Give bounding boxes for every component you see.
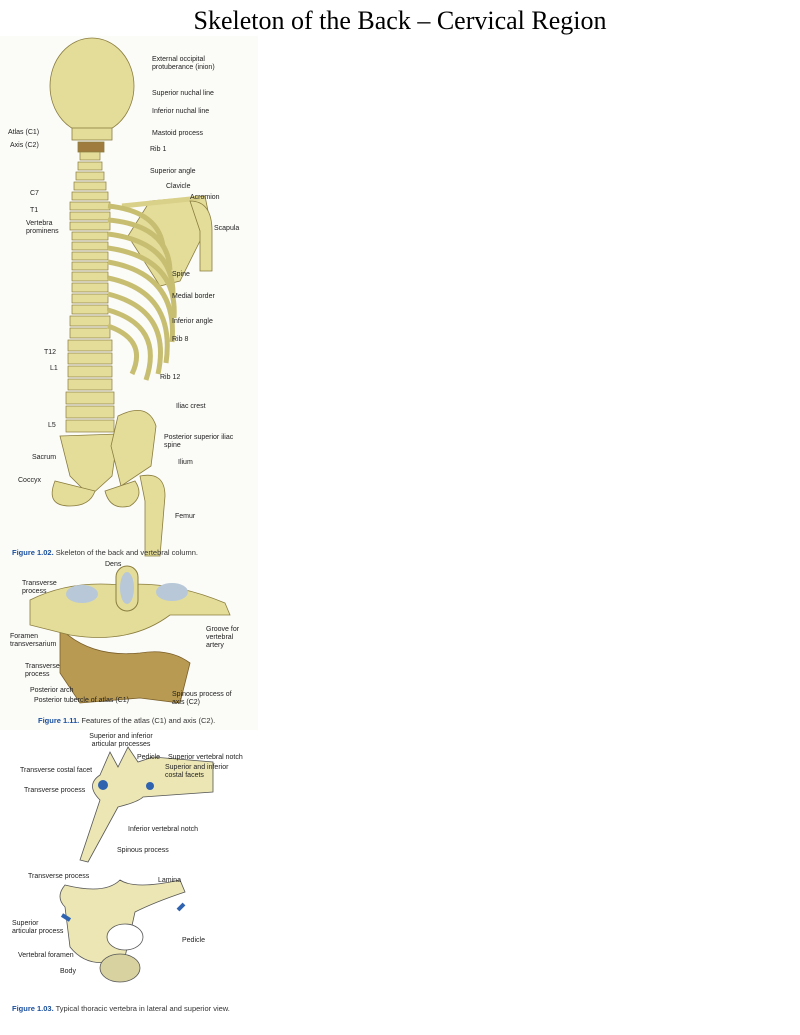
label-transverse-process-2: Transverse process (28, 873, 90, 880)
figure-caption: Figure 1.03. Typical thoracic vertebra i… (12, 1004, 230, 1013)
label-body: Body (60, 968, 76, 975)
label-superior-vertebral-notch: Superior vertebral notch (168, 754, 243, 761)
thoracic-vertebra-illustration (59, 746, 214, 983)
caption-text: Typical thoracic vertebra in lateral and… (55, 1004, 230, 1013)
label-rib-12: Rib 12 (160, 374, 181, 381)
label-spinous-process: Spinous process (117, 847, 169, 854)
skeleton-illustration (49, 37, 213, 557)
label-posterior-tubercle: Posterior tubercle of atlas (C1) (34, 697, 129, 704)
label-c7: C7 (30, 190, 39, 197)
label-inion: External occipital protuberance (inion) (152, 56, 215, 71)
ribs (107, 203, 177, 381)
label-costal-facets: Superior and inferior costal facets (165, 764, 229, 779)
label-foramen-transversarium: Foramen transversarium (10, 633, 57, 648)
label-rib-8: Rib 8 (172, 336, 189, 343)
label-spinous-process-axis: Spinous process of axis (C2) (172, 691, 232, 706)
label-inferior-vertebral-notch: Inferior vertebral notch (128, 826, 199, 833)
figure-caption: Figure 1.02. Skeleton of the back and ve… (12, 548, 198, 557)
label-superior-articular-process: Superior articular process (12, 920, 64, 935)
figure-number: Figure 1.11. (38, 716, 80, 725)
figure-thoracic-vertebra: Superior and inferior articular processe… (0, 730, 258, 1020)
label-articular-processes: Superior and inferior articular processe… (89, 733, 153, 748)
figure-atlas-axis: Dens Transverse process Foramen transver… (0, 558, 258, 730)
page-title: Skeleton of the Back – Cervical Region (193, 6, 607, 35)
label-medial-border: Medial border (172, 293, 215, 300)
label-superior-angle: Superior angle (150, 168, 196, 175)
label-pedicle: Pedicle (137, 754, 160, 761)
label-psis: Posterior superior iliac spine (164, 434, 234, 449)
superior-vertebra (59, 879, 186, 963)
label-inferior-nuchal-line: Inferior nuchal line (152, 108, 210, 115)
label-acromion: Acromion (190, 194, 220, 201)
caption-text: Features of the atlas (C1) and axis (C2)… (81, 716, 216, 725)
label-groove-vertebral-artery: Groove for vertebral artery (206, 626, 240, 649)
label-iliac-crest: Iliac crest (176, 403, 206, 410)
sacrum-shape (59, 433, 119, 497)
clavicle-shape (121, 195, 201, 209)
figure-skeleton-back: External occipital protuberance (inion) … (0, 36, 258, 558)
ilium-shape (110, 409, 157, 487)
label-scapula: Scapula (214, 225, 240, 232)
label-transverse-process-2: Transverse process (25, 663, 60, 678)
label-l1: L1 (50, 365, 58, 372)
label-spine: Spine (172, 271, 190, 278)
skull (49, 37, 135, 135)
label-coccyx: Coccyx (18, 477, 41, 484)
label-superior-nuchal-line: Superior nuchal line (152, 90, 214, 97)
figure-caption: Figure 1.11. Features of the atlas (C1) … (38, 716, 215, 725)
label-lamina: Lamina (158, 877, 181, 884)
figure-number: Figure 1.02. (12, 548, 54, 557)
label-mastoid-process: Mastoid process (152, 130, 203, 137)
label-sacrum: Sacrum (32, 454, 57, 461)
femur-shape (139, 474, 166, 557)
caption-text: Skeleton of the back and vertebral colum… (55, 548, 198, 557)
label-rib-1: Rib 1 (150, 146, 167, 153)
lateral-vertebra (79, 746, 214, 863)
label-femur: Femur (175, 513, 196, 520)
label-ilium: Ilium (178, 459, 193, 466)
atlas-axis-illustration (29, 565, 231, 704)
atlas-bone (71, 127, 113, 141)
label-t1: T1 (30, 207, 39, 214)
label-axis: Axis (C2) (10, 142, 39, 149)
humerus-head (189, 200, 213, 272)
label-posterior-arch: Posterior arch (30, 687, 74, 694)
label-pedicle-2: Pedicle (182, 937, 205, 944)
vertebral-column (65, 151, 115, 433)
label-vertebra-prominens: Vertebra prominens (26, 220, 59, 235)
figure-number: Figure 1.03. (12, 1004, 54, 1013)
label-inferior-angle: Inferior angle (172, 318, 213, 325)
label-transverse-process: Transverse process (22, 580, 57, 595)
label-clavicle: Clavicle (166, 183, 191, 190)
label-transverse-process: Transverse process (24, 787, 86, 794)
label-t12: T12 (44, 349, 57, 356)
label-vertebral-foramen: Vertebral foramen (18, 952, 74, 959)
label-atlas: Atlas (C1) (8, 129, 40, 136)
label-dens: Dens (105, 561, 122, 568)
label-transverse-costal-facet: Transverse costal facet (20, 767, 93, 774)
label-l5: L5 (48, 422, 56, 429)
